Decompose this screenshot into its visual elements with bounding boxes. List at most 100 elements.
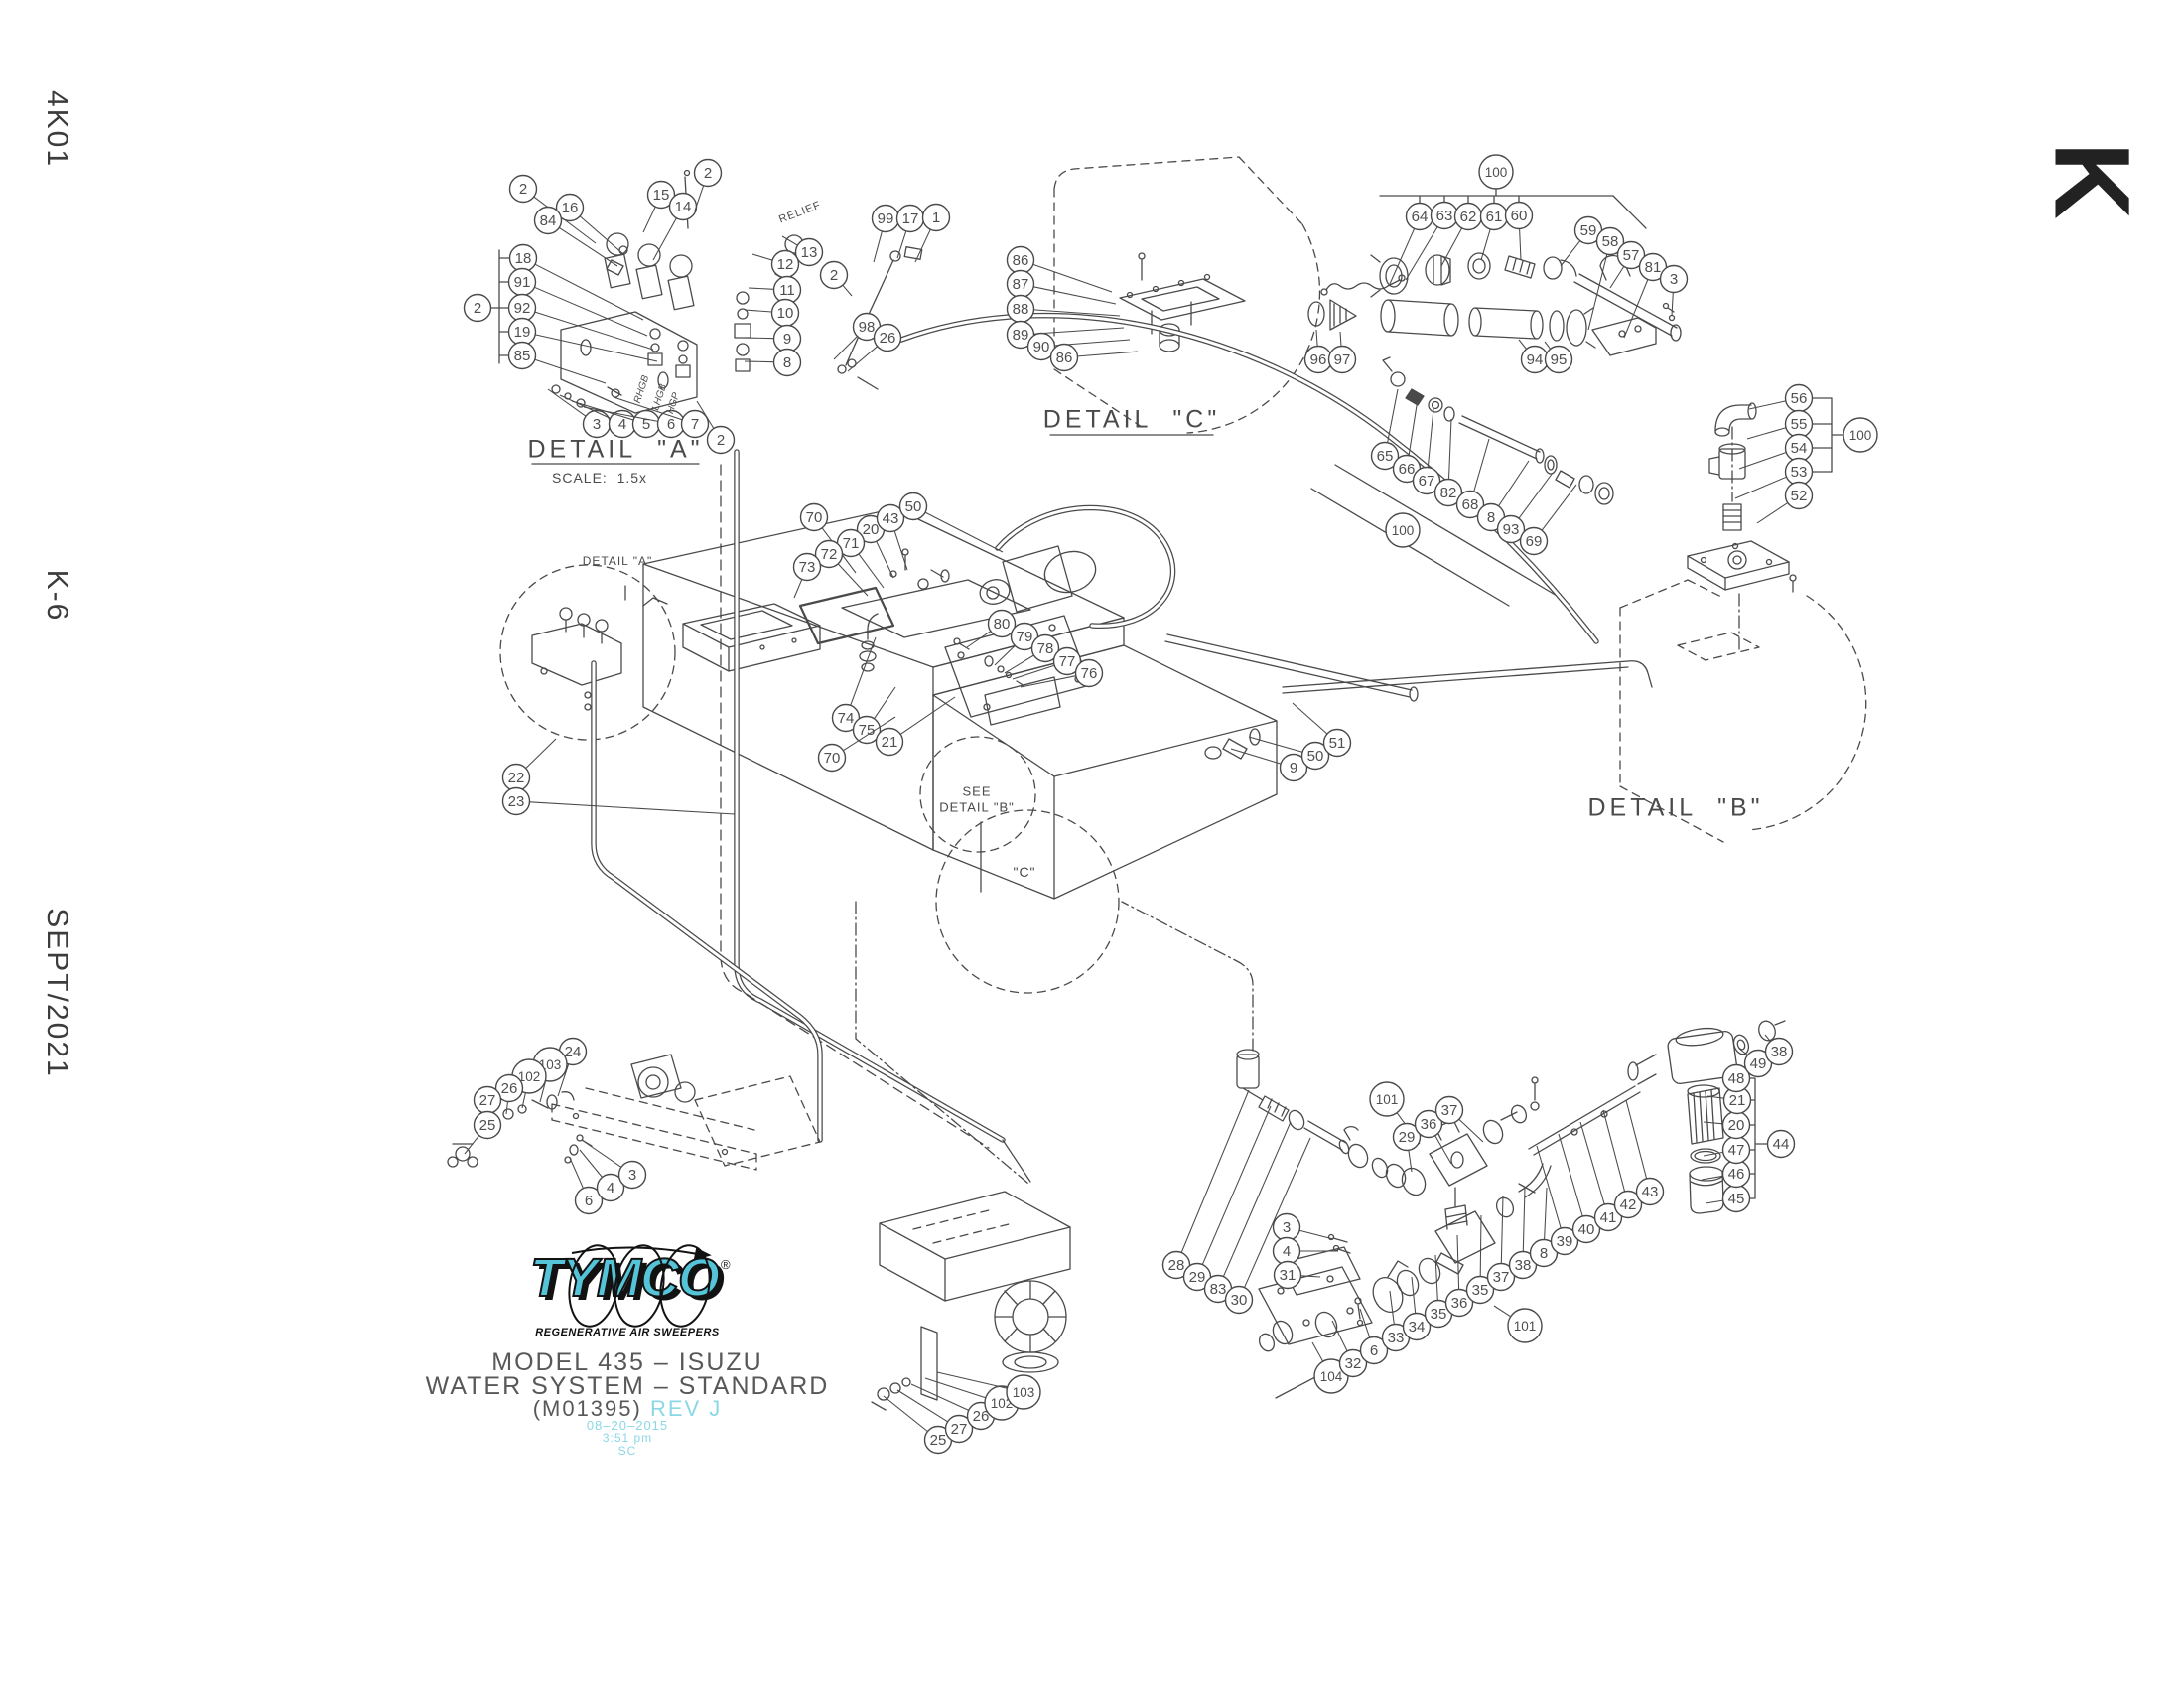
callout-84: 84: [533, 206, 563, 235]
callout-91: 91: [507, 267, 537, 297]
svg-text:100: 100: [1849, 428, 1872, 443]
leader-line: [1032, 263, 1113, 293]
callout-45: 45: [1721, 1184, 1751, 1213]
callout-90: 90: [1026, 332, 1056, 361]
svg-text:69: 69: [1526, 533, 1543, 550]
strainer-assembly: [1627, 1020, 1786, 1214]
leader-line: [1405, 226, 1438, 281]
leader-line: [1298, 1229, 1334, 1240]
callout-41: 41: [1593, 1202, 1623, 1232]
leader-line: [1427, 408, 1434, 468]
callout-4: 4: [596, 1173, 625, 1202]
callout-81: 81: [1638, 252, 1668, 282]
svg-text:74: 74: [838, 710, 855, 727]
svg-text:21: 21: [1729, 1092, 1746, 1109]
callout-70: 70: [799, 502, 829, 532]
callout-21: 21: [875, 727, 904, 757]
leader-line: [1230, 748, 1282, 765]
leader-line: [1033, 327, 1125, 335]
callout-2: 2: [706, 425, 736, 455]
svg-text:83: 83: [1210, 1281, 1227, 1298]
leader-line: [559, 394, 611, 419]
svg-text:62: 62: [1460, 209, 1477, 225]
svg-text:31: 31: [1280, 1267, 1297, 1284]
leader-line: [1248, 736, 1303, 753]
leader-line: [1703, 1151, 1723, 1157]
leader-line: [1579, 1121, 1605, 1205]
leader-line: [910, 1383, 969, 1411]
leader-line: [1434, 1254, 1438, 1301]
svg-text:26: 26: [501, 1080, 518, 1097]
callout-30: 30: [1224, 1285, 1254, 1315]
leader-line: [1387, 388, 1399, 443]
leader-line: [850, 636, 877, 706]
see-detail-b-circle: [919, 736, 1036, 853]
callout-35: 35: [1424, 1299, 1453, 1329]
leader-line: [1518, 472, 1554, 519]
leader-line: [874, 686, 896, 720]
leader-line: [744, 309, 772, 313]
callout-15: 15: [646, 180, 676, 210]
svg-text:78: 78: [1037, 640, 1054, 657]
pickup-head-assembly: [871, 1191, 1071, 1411]
svg-text:9: 9: [783, 331, 791, 348]
svg-text:96: 96: [1310, 352, 1327, 368]
svg-text:15: 15: [653, 187, 670, 204]
leader-line: [1671, 292, 1674, 317]
svg-text:102: 102: [518, 1069, 541, 1084]
leader-line: [521, 1092, 526, 1109]
detail-a-reference-circle: [499, 564, 676, 741]
callout-29: 29: [1392, 1122, 1422, 1152]
leader-line: [1359, 1308, 1371, 1338]
callout-74: 74: [831, 703, 861, 733]
svg-text:38: 38: [1771, 1044, 1788, 1060]
leader-line: [1458, 1118, 1484, 1143]
svg-text:29: 29: [1399, 1129, 1416, 1146]
leader-line: [534, 358, 607, 384]
leader-line: [1473, 438, 1490, 492]
leader-line: [464, 1135, 480, 1155]
callout-93: 93: [1496, 514, 1526, 544]
callout-101: 101: [1507, 1308, 1543, 1343]
system-line: WATER SYSTEM – STANDARD: [425, 1372, 830, 1400]
leader-line: [1623, 279, 1649, 339]
svg-text:101: 101: [1376, 1092, 1399, 1107]
sheet-date: SEPT/2021: [41, 908, 73, 1078]
svg-text:100: 100: [1485, 165, 1508, 180]
leader-line: [883, 1395, 928, 1433]
svg-text:42: 42: [1620, 1196, 1637, 1213]
svg-text:65: 65: [1377, 448, 1394, 465]
svg-text:77: 77: [1059, 653, 1076, 670]
svg-text:34: 34: [1409, 1319, 1426, 1336]
svg-text:87: 87: [1013, 276, 1029, 293]
callout-67: 67: [1412, 466, 1441, 495]
callout-3: 3: [617, 1160, 647, 1190]
leader-line: [1544, 341, 1552, 350]
valve-cluster-mini: [531, 585, 668, 711]
svg-text:39: 39: [1557, 1233, 1573, 1250]
svg-text:20: 20: [863, 521, 880, 538]
callout-75: 75: [852, 715, 882, 745]
svg-text:80: 80: [994, 616, 1011, 633]
svg-text:71: 71: [843, 535, 860, 552]
detail-a-scale: SCALE: 1.5x: [552, 470, 648, 486]
leader-line: [1434, 1135, 1452, 1165]
leader-line: [1020, 675, 1076, 688]
callout-28: 28: [1161, 1250, 1191, 1280]
leader-line: [1703, 1121, 1723, 1125]
leader-line: [1706, 1095, 1724, 1099]
leader-line: [1180, 1089, 1250, 1253]
tymco-logo: TYMCO ®: [524, 1241, 737, 1336]
svg-text:26: 26: [973, 1408, 990, 1425]
svg-text:2: 2: [830, 267, 838, 284]
leader-line: [1625, 1099, 1648, 1180]
leader-line: [529, 801, 736, 815]
callout-27: 27: [944, 1414, 974, 1444]
svg-text:93: 93: [1503, 521, 1520, 538]
leader-line: [1764, 1034, 1771, 1042]
callout-27: 27: [473, 1085, 502, 1115]
leader-line: [535, 334, 658, 362]
leader-line: [1602, 1109, 1626, 1193]
leader-line: [1201, 1105, 1272, 1265]
